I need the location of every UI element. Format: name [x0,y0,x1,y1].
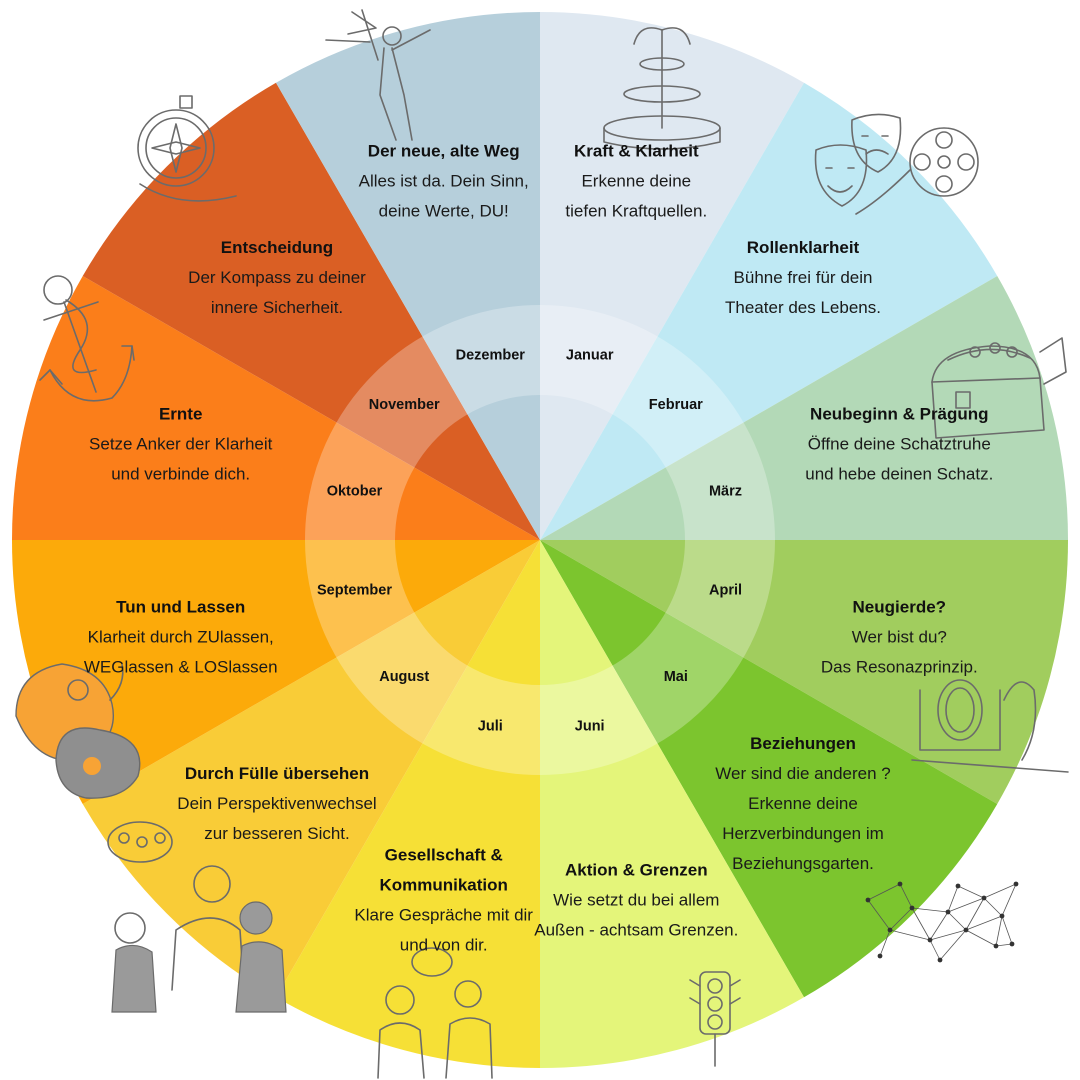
segment-title: Kraft & Klarheit [574,142,699,161]
group-of-people-icon [107,821,287,1013]
segment-text-line: Herzverbindungen im [722,824,884,843]
segment-text-line: Beziehungsgarten. [732,854,874,873]
compass-icon [137,95,237,202]
segment-title: Entscheidung [221,238,333,257]
segment-title: Beziehungen [750,734,856,753]
month-label: September [317,583,392,599]
segment-text-line: WEGlassen & LOSlassen [84,657,278,676]
month-label: Juli [478,719,503,735]
segment-title: Aktion & Grenzen [565,860,708,879]
segment-text-line: Wer bist du? [852,627,947,646]
segment-text-line: tiefen Kraftquellen. [565,202,707,221]
theater-masks-icon [814,113,902,207]
mirror-icon [911,679,1069,773]
segment-title: Gesellschaft & [385,845,503,864]
wheel-segment-januar [540,12,804,540]
wheel-segment-september [11,540,540,804]
segment-text-line: und verbinde dich. [111,465,250,484]
segment-text-line: Außen - achtsam Grenzen. [534,920,738,939]
segment-title: Der neue, alte Weg [368,142,520,161]
segment-title: Rollenklarheit [747,238,860,257]
wheel-segment-mai [540,540,998,998]
segment-text-line: Das Resonazprinzip. [821,657,978,676]
segment-title: Ernte [159,405,202,424]
month-label: Januar [566,348,614,364]
segment-text-line: Klare Gespräche mit dir [354,905,533,924]
month-label: Oktober [327,483,383,499]
segment-label-april: Neugierde? Wer bist du? Das Resonazprinzip… [821,597,978,676]
segment-text-line: Wie setzt du bei allem [553,890,719,909]
month-label: März [709,483,742,499]
month-ring [305,305,775,775]
hands-with-flower-icon [15,663,141,799]
wheel-segment-april [540,540,1068,804]
segment-text-line: Bühne frei für dein [734,268,873,287]
people-talking-icon [377,947,493,1079]
month-label: April [709,583,742,599]
segment-text-line: Erkenne deine [581,172,691,191]
segment-text-line: deine Werte, DU! [379,202,509,221]
month-label: Juni [575,719,605,735]
treasure-chest-icon [931,337,1067,439]
month-label: August [379,669,429,685]
month-label: Dezember [456,348,526,364]
wheel-segment-oktober [12,276,540,540]
wheel-segment-februar [540,82,998,540]
segment-title: Neugierde? [853,597,947,616]
wheel-segment-august [82,540,540,998]
segment-text-line: Theater des Lebens. [725,298,881,317]
month-label: Mai [664,669,688,685]
network-icon [865,881,1019,963]
segment-text-line: und hebe deinen Schatz. [805,465,993,484]
decorations [15,9,1069,1079]
person-with-flag-icon [325,9,431,141]
wheel-segment-juli [276,540,540,1068]
segment-title: Kommunikation [379,875,507,894]
segment-text-line: Klarheit durch ZUlassen, [88,627,274,646]
wheel-segment-dezember [276,11,540,540]
segment-text-line: Wer sind die anderen ? [715,764,890,783]
segment-title: Durch Fülle übersehen [185,764,369,783]
wheel-segment-maerz [540,276,1068,540]
segment-text-line: zur besseren Sicht. [204,824,350,843]
anchor-icon [39,275,135,402]
segment-title: Tun und Lassen [116,597,245,616]
segment-text-line: Der Kompass zu deiner [188,268,366,287]
month-label: November [369,397,440,413]
wheel-segment-november [82,82,540,540]
segment-text-line: Setze Anker der Klarheit [89,435,273,454]
segment-text-line: innere Sicherheit. [211,298,343,317]
wheel-segments [11,11,1068,1068]
segment-text-line: Alles ist da. Dein Sinn, [359,172,529,191]
film-reel-icon [855,127,979,215]
month-ring-band [305,305,775,775]
month-label: Februar [649,397,703,413]
wheel-segment-juni [540,540,804,1068]
fountain-icon [603,27,721,150]
segment-text-line: Erkenne deine [748,794,858,813]
segment-text-line: Öffne deine Schatztruhe [808,435,991,454]
segment-text-line: Dein Perspektivenwechsel [177,794,376,813]
segment-text-line: und von dir. [400,935,488,954]
segment-title: Neubeginn & Prägung [810,405,989,424]
traffic-light-icon [689,971,741,1067]
